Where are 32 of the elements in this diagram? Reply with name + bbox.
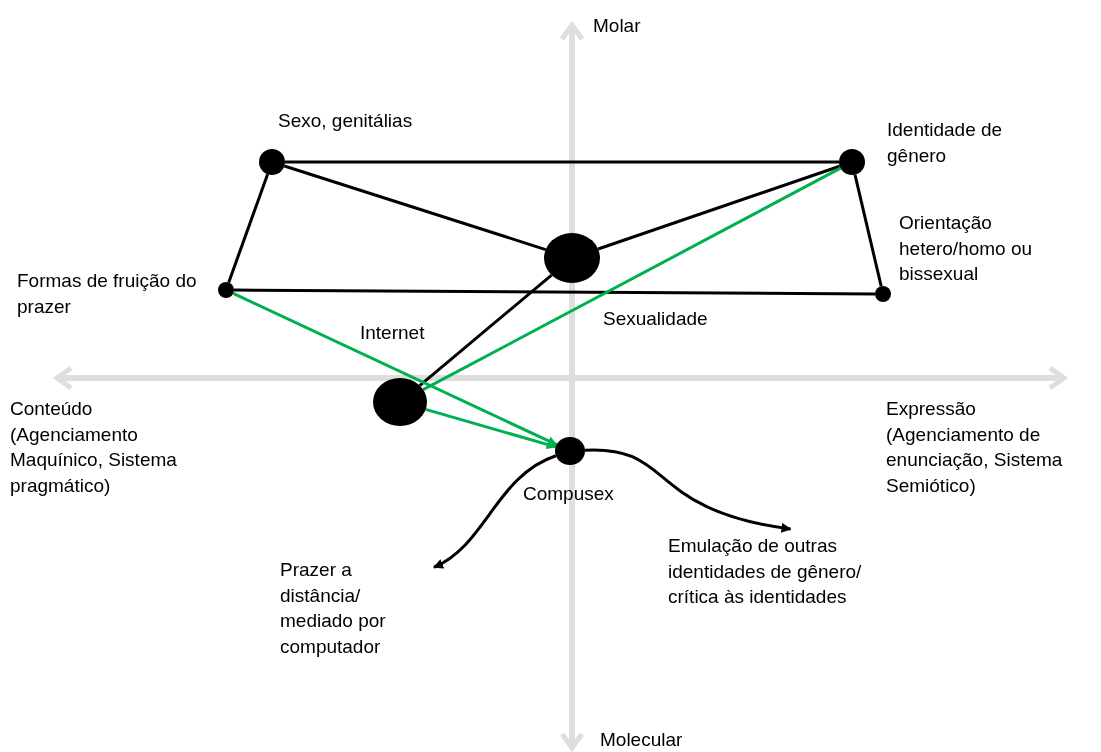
arrow [433, 454, 557, 569]
node-dot [875, 286, 891, 302]
connector-line [597, 164, 841, 251]
node-dot [555, 437, 585, 465]
node-dot [218, 282, 234, 298]
axis-label: Molecular [600, 728, 684, 752]
connector-line [283, 164, 547, 251]
axis-label: Expressão (Agenciamento de enunciação, Sistema Semiótico) [886, 397, 1064, 498]
connector-line [227, 173, 269, 283]
node-dot [373, 378, 427, 426]
connector-line [234, 288, 875, 296]
node-label: Identidade de gênero [887, 118, 1004, 168]
connector-line [853, 174, 883, 287]
arrow [584, 448, 792, 533]
node-label: Compusex [523, 482, 614, 506]
node-dot [259, 149, 285, 175]
connector-line [418, 273, 553, 387]
node-dot [544, 233, 600, 283]
node-label: Internet [360, 321, 425, 345]
connector-line [422, 166, 842, 391]
node-label: Orientação hetero/homo ou bissexual [899, 211, 1034, 287]
annotation-text: Emulação de outras identidades de gênero/ crítica às identidades [668, 533, 913, 610]
node-label: Sexo, genitálias [278, 109, 413, 133]
arrow [232, 292, 558, 447]
node-dot [839, 149, 865, 175]
axis-label: Molar [593, 14, 642, 38]
node-label: Formas de fruição do prazer [17, 269, 198, 319]
node-label: Sexualidade [603, 307, 708, 331]
connector-line [285, 160, 839, 164]
annotation-text: Prazer a distância/ mediado por computador [280, 557, 430, 660]
axis-label: Conteúdo (Agenciamento Maquínico, Sistema pragmático) [10, 397, 178, 498]
arrow [425, 407, 557, 450]
